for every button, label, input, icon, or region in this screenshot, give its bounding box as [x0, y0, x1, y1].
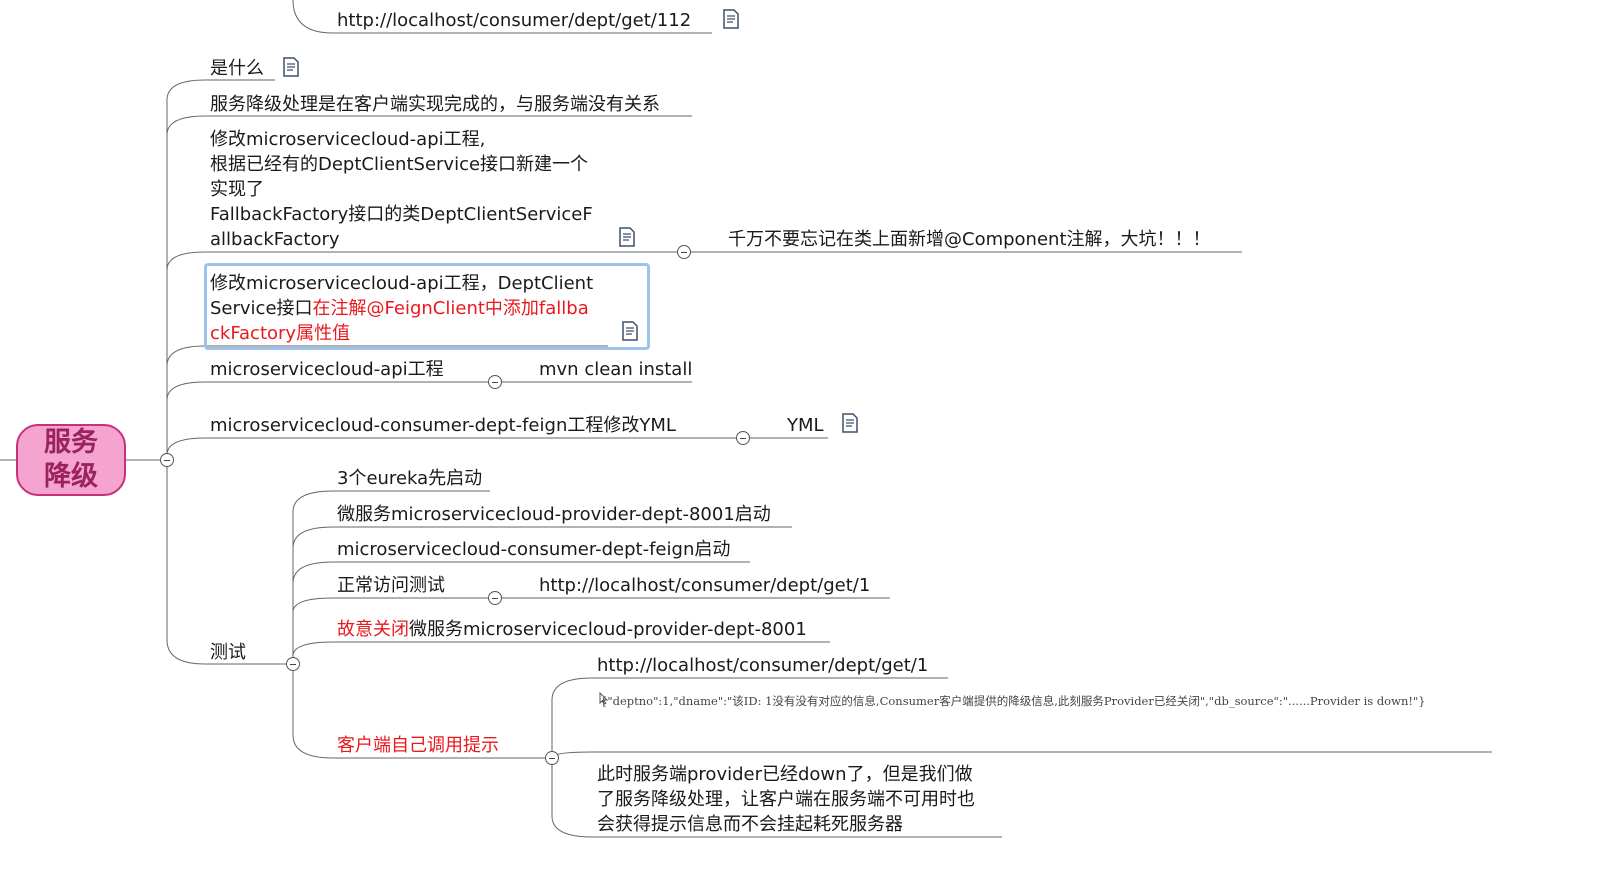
modify-api-line-1: 修改microservicecloud-api工程,	[210, 129, 486, 150]
test-eureka[interactable]: 3个eureka先启动	[337, 468, 483, 489]
note-icon[interactable]	[618, 226, 636, 248]
test-consumer[interactable]: microservicecloud-consumer-dept-feign启动	[337, 539, 731, 560]
note-icon[interactable]	[722, 8, 740, 30]
branch-what[interactable]: 是什么	[210, 58, 264, 79]
modify-api-line-5: allbackFactory	[210, 229, 340, 250]
json-response-image: {"deptno":1,"dname":"该ID: 1没有没有对应的信息,Con…	[600, 694, 1426, 708]
test-normal[interactable]: 正常访问测试	[337, 575, 445, 596]
root-node-service-degrade[interactable]: 服务 降级	[16, 424, 126, 496]
client-hint-collapse-icon[interactable]	[545, 751, 559, 765]
branch-client-side[interactable]: 服务降级处理是在客户端实现完成的，与服务端没有关系	[210, 94, 660, 115]
note-icon[interactable]	[841, 412, 859, 434]
branch-api-project[interactable]: microservicecloud-api工程	[210, 359, 444, 380]
component-annotation-warning[interactable]: 千万不要忘记在类上面新增@Component注解，大坑！！！	[728, 229, 1211, 250]
test-normal-url[interactable]: http://localhost/consumer/dept/get/1	[539, 575, 871, 596]
yml-node[interactable]: YML	[787, 415, 824, 436]
modify-interface-line-2: Service接口在注解@FeignClient中添加fallba	[210, 296, 589, 321]
modify-api-line-3: 实现了	[210, 179, 264, 200]
root-collapse-icon[interactable]	[160, 453, 174, 467]
root-line-2: 降级	[44, 461, 98, 492]
close-black-text: 微服务microservicecloud-provider-dept-8001	[409, 619, 807, 640]
hint-url[interactable]: http://localhost/consumer/dept/get/1	[597, 655, 929, 676]
modify-interface-line-3: ckFactory属性值	[210, 323, 351, 344]
feign-yml-collapse-icon[interactable]	[736, 431, 750, 445]
modify-interface-line-2-red: 在注解@FeignClient中添加fallba	[312, 298, 589, 319]
test-collapse-icon[interactable]	[286, 657, 300, 671]
close-red-text: 故意关闭	[337, 619, 409, 640]
note-icon[interactable]	[282, 56, 300, 78]
test-client-hint[interactable]: 客户端自己调用提示	[337, 735, 499, 756]
modify-api-collapse-icon[interactable]	[677, 245, 691, 259]
branch-feign-yml[interactable]: microservicecloud-consumer-dept-feign工程修…	[210, 415, 676, 436]
top-url-label: http://localhost/consumer/dept/get/112	[337, 10, 692, 31]
normal-test-collapse-icon[interactable]	[488, 591, 502, 605]
modify-api-line-4: FallbackFactory接口的类DeptClientServiceF	[210, 204, 593, 225]
note-icon[interactable]	[621, 320, 639, 342]
modify-interface-line-1: 修改microservicecloud-api工程，DeptClient	[210, 273, 594, 294]
modify-interface-line-2-black: Service接口	[210, 298, 313, 319]
test-provider[interactable]: 微服务microservicecloud-provider-dept-8001启…	[337, 504, 771, 525]
test-close-provider[interactable]: 故意关闭微服务microservicecloud-provider-dept-8…	[337, 617, 807, 642]
selected-node-highlight	[204, 263, 650, 350]
mvn-clean-install[interactable]: mvn clean install	[539, 359, 693, 380]
explanation-line-2: 了服务降级处理，让客户端在服务端不可用时也	[597, 789, 975, 810]
explanation-line-3: 会获得提示信息而不会挂起耗死服务器	[597, 814, 903, 835]
modify-api-line-2: 根据已经有的DeptClientService接口新建一个	[210, 154, 589, 175]
api-project-collapse-icon[interactable]	[488, 375, 502, 389]
branch-test[interactable]: 测试	[210, 642, 246, 663]
cursor-icon	[599, 692, 608, 705]
explanation-line-1: 此时服务端provider已经down了，但是我们做	[597, 764, 973, 785]
root-line-1: 服务	[44, 427, 98, 458]
